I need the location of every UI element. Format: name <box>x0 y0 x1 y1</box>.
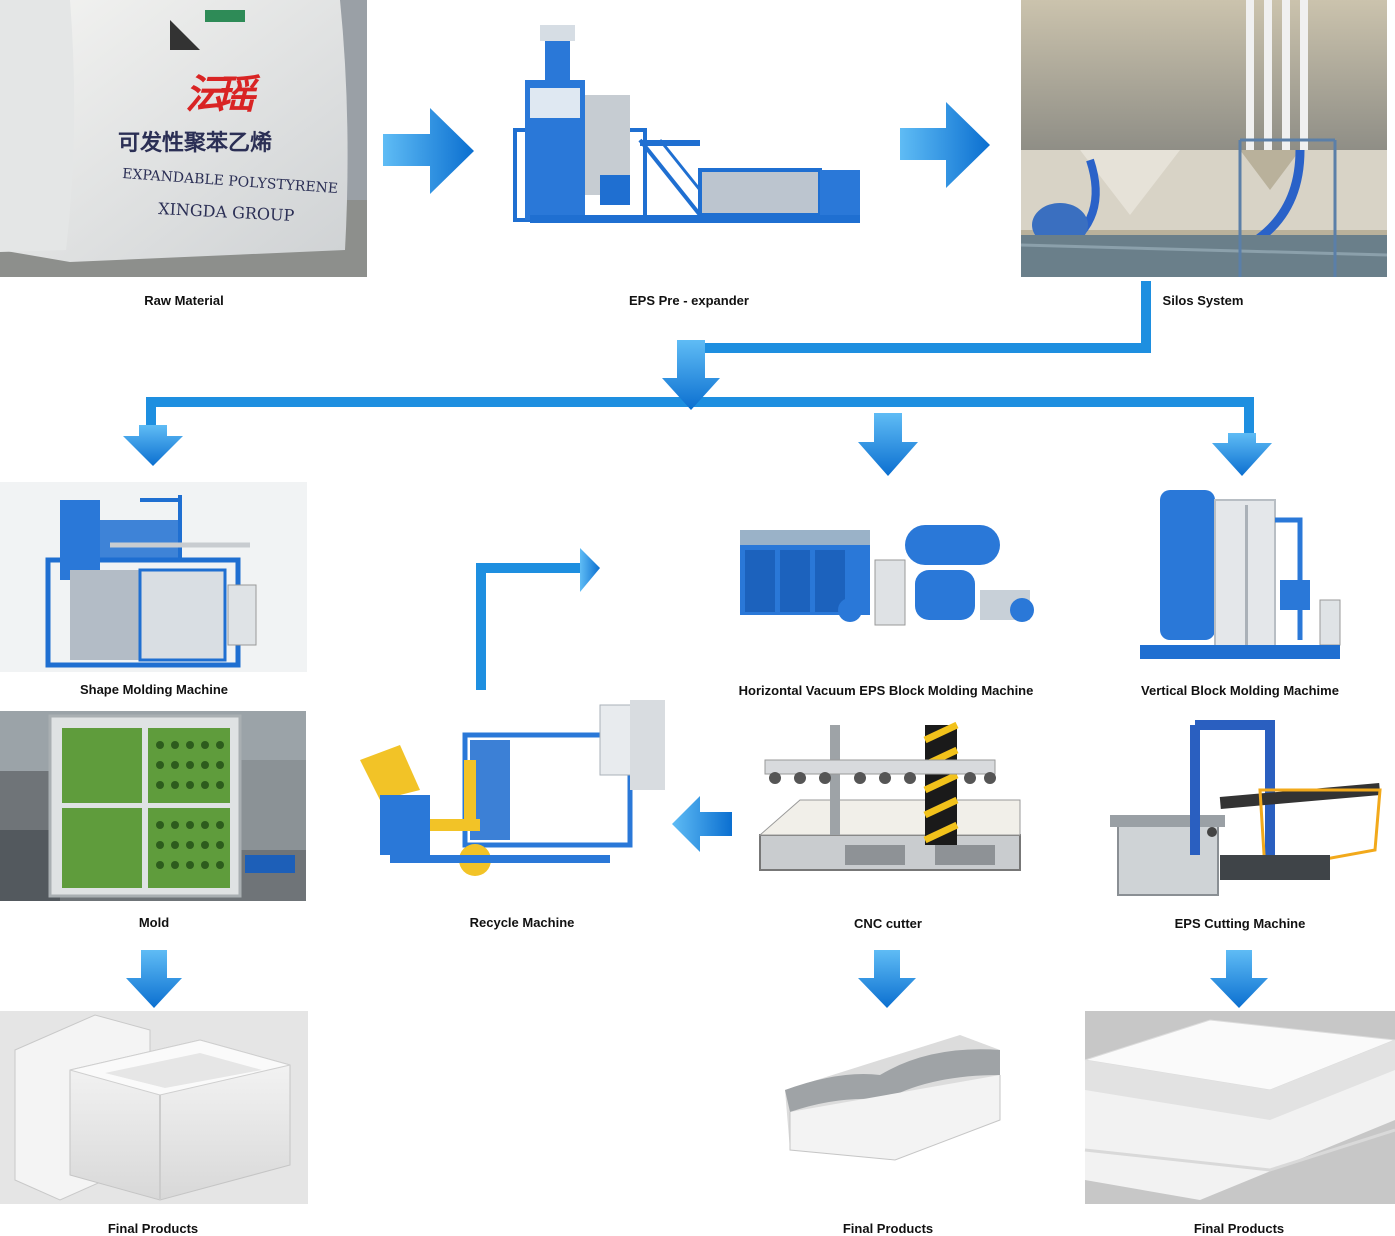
arrow-down-cnc <box>858 950 916 1008</box>
label-mold: Mold <box>138 915 170 930</box>
arrow-down-shape <box>123 425 183 466</box>
label-eps-cutting: EPS Cutting Machine <box>1174 916 1306 931</box>
label-cnc: CNC cutter <box>854 916 922 931</box>
label-final-products-3: Final Products <box>1193 1221 1285 1236</box>
label-shape-molding: Shape Molding Machine <box>79 682 229 697</box>
raw-material-photo: 瑶 沄 可发性聚苯乙烯 EXPANDABLE POLYSTYRENE XINGD… <box>0 0 367 277</box>
label-raw-material: Raw Material <box>144 293 224 308</box>
arrow-down-horizontal <box>858 413 918 476</box>
label-final-products-2: Final Products <box>842 1221 934 1236</box>
svg-text:瑶: 瑶 <box>215 71 261 118</box>
recycle-photo <box>360 700 665 876</box>
bag-cn-text: 可发性聚苯乙烯 <box>118 130 272 156</box>
shape-molding-photo <box>0 482 307 672</box>
connector-lines <box>146 281 1254 690</box>
arrow-down-center <box>662 340 720 410</box>
label-horizontal-block: Horizontal Vacuum EPS Block Molding Mach… <box>738 683 1034 698</box>
eps-cutting-photo <box>1110 720 1382 896</box>
label-final-products-1: Final Products <box>107 1221 199 1236</box>
vertical-block-photo <box>1140 490 1341 659</box>
svg-text:沄: 沄 <box>185 71 230 118</box>
final-products-1-photo <box>0 1011 308 1204</box>
mold-photo <box>0 711 306 901</box>
arrow-right-2 <box>900 102 990 188</box>
pre-expander-photo <box>513 25 860 223</box>
arrow-right-1 <box>383 108 474 194</box>
arrow-left-cnc-to-recycle <box>672 796 732 852</box>
arrow-down-eps-cutting <box>1210 950 1268 1008</box>
label-vertical-block: Vertical Block Molding Machime <box>1141 683 1339 698</box>
label-silos: Silos System <box>1162 293 1244 308</box>
silos-photo <box>1020 0 1388 277</box>
label-recycle: Recycle Machine <box>469 915 575 930</box>
arrow-right-recycle-return <box>580 548 600 592</box>
label-pre-expander: EPS Pre - expander <box>629 293 749 308</box>
final-products-3-photo <box>1084 1011 1395 1204</box>
horizontal-block-photo <box>740 525 1034 626</box>
final-products-2-photo <box>785 1035 1001 1161</box>
cnc-photo <box>758 721 1021 871</box>
arrow-down-vertical <box>1212 433 1272 476</box>
arrow-down-mold <box>126 950 182 1008</box>
